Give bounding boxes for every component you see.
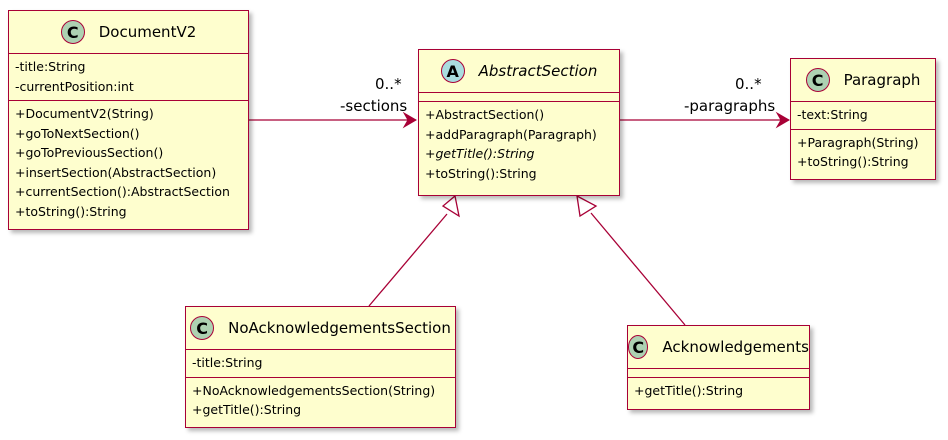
class-header: C Paragraph	[791, 59, 935, 102]
class-noacknowledgementssection[interactable]: C NoAcknowledgementsSection -title:Strin…	[185, 306, 456, 428]
abstract-stereotype-icon: A	[440, 59, 465, 83]
method: +DocumentV2(String)	[15, 106, 154, 121]
class-name: DocumentV2	[98, 23, 197, 41]
class-stereotype-icon: C	[190, 316, 215, 340]
method: +toString():String	[15, 203, 127, 219]
sections-multiplicity: 0..*	[375, 75, 402, 93]
class-stereotype-icon: C	[628, 335, 649, 359]
ack-generalization-arrowhead	[576, 194, 598, 218]
class-header: C Acknowledgements	[628, 326, 809, 369]
noack-generalization-arrowhead	[441, 194, 460, 218]
method: +goToNextSection()	[15, 125, 140, 141]
fields-section	[628, 369, 809, 378]
noack-generalization-line	[368, 213, 448, 307]
field: -currentPosition:int	[15, 78, 134, 94]
class-name: Paragraph	[843, 71, 921, 89]
fields-section: -title:String	[186, 350, 455, 378]
class-stereotype-icon: C	[805, 68, 830, 92]
class-header: C NoAcknowledgementsSection	[186, 307, 455, 350]
method: +insertSection(AbstractSection)	[15, 164, 217, 180]
method: +AbstractSection()	[425, 107, 545, 122]
class-stereotype-icon: C	[60, 20, 85, 44]
methods-section: +getTitle():String	[628, 378, 809, 405]
fields-section	[419, 93, 619, 102]
method: +toString():String	[425, 165, 537, 181]
paragraphs-multiplicity: 0..*	[735, 75, 762, 93]
sections-role-label: -sections	[340, 97, 408, 115]
methods-section: +Paragraph(String) +toString():String	[791, 130, 935, 176]
ack-generalization-line	[590, 212, 686, 326]
method: +addParagraph(Paragraph)	[425, 126, 597, 142]
methods-section: +AbstractSection() +addParagraph(Paragra…	[419, 102, 619, 187]
class-header: C DocumentV2	[9, 11, 248, 54]
method: +goToPreviousSection()	[15, 145, 164, 160]
field: -title:String	[192, 355, 263, 370]
method: +toString():String	[797, 154, 909, 169]
class-documentv2[interactable]: C DocumentV2 -title:String -currentPosit…	[8, 10, 249, 230]
method: +currentSection():AbstractSection	[15, 184, 230, 199]
field: -title:String	[15, 59, 86, 74]
class-acknowledgements[interactable]: C Acknowledgements +getTitle():String	[627, 325, 810, 410]
method: +getTitle():String	[634, 383, 744, 398]
field: -text:String	[797, 107, 868, 122]
method: +Paragraph(String)	[797, 134, 919, 150]
class-name: AbstractSection	[478, 62, 598, 80]
abstract-method: +getTitle():String	[425, 146, 535, 161]
methods-section: +DocumentV2(String) +goToNextSection() +…	[9, 101, 248, 225]
class-name: NoAcknowledgementsSection	[228, 319, 451, 337]
sections-arrowhead	[402, 111, 417, 129]
class-header: A AbstractSection	[419, 50, 619, 93]
fields-section: -title:String -currentPosition:int	[9, 54, 248, 101]
fields-section: -text:String	[791, 102, 935, 130]
method: +getTitle():String	[192, 402, 302, 417]
class-name: Acknowledgements	[662, 338, 809, 356]
paragraphs-arrowhead	[775, 111, 790, 129]
class-paragraph[interactable]: C Paragraph -text:String +Paragraph(Stri…	[790, 58, 936, 180]
class-abstractsection[interactable]: A AbstractSection +AbstractSection() +ad…	[418, 49, 620, 196]
method: +NoAcknowledgementsSection(String)	[192, 382, 436, 398]
methods-section: +NoAcknowledgementsSection(String) +getT…	[186, 378, 455, 424]
paragraphs-role-label: -paragraphs	[684, 97, 776, 115]
